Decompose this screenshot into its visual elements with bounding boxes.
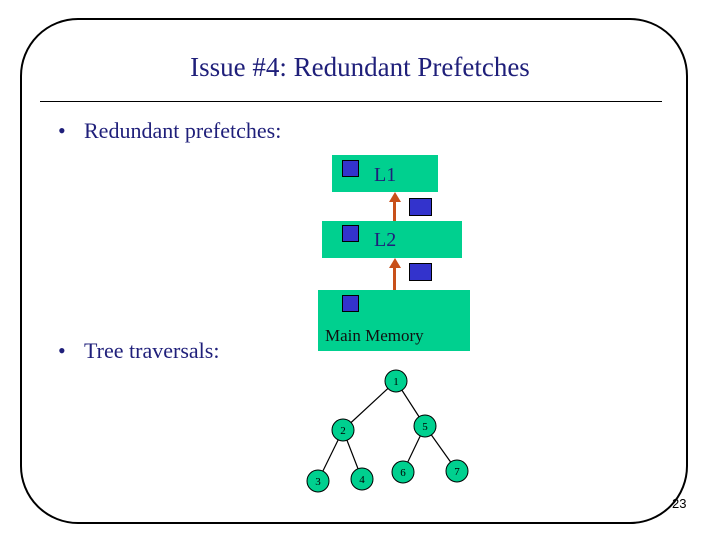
tree-node-4 bbox=[350, 467, 374, 491]
tree-node-3 bbox=[306, 469, 330, 493]
tree-node-label: 2 bbox=[340, 425, 346, 437]
tree-node-label: 7 bbox=[454, 466, 460, 478]
tree-node-label: 4 bbox=[359, 474, 365, 486]
tree-node-label: 5 bbox=[422, 421, 428, 433]
l2-cache-block bbox=[342, 225, 359, 242]
tree-node-label: 6 bbox=[400, 467, 406, 479]
arrow-up-head bbox=[389, 192, 401, 202]
tree-node-1 bbox=[384, 369, 408, 393]
prefetch-block bbox=[409, 263, 432, 281]
tree-node-label: 3 bbox=[315, 476, 321, 488]
bullet-tree-traversals: • Tree traversals: bbox=[58, 338, 219, 364]
prefetch-block bbox=[409, 198, 432, 216]
tree-edge-1-2 bbox=[342, 380, 397, 431]
bullet-marker: • bbox=[58, 338, 66, 363]
tree-node-6 bbox=[391, 460, 415, 484]
page-number: 23 bbox=[672, 496, 687, 511]
bullet-text: Tree traversals: bbox=[84, 338, 220, 363]
bullet-marker: • bbox=[58, 118, 66, 143]
memory-block bbox=[342, 295, 359, 312]
l1-label: L1 bbox=[374, 164, 397, 186]
tree-node-7 bbox=[445, 459, 469, 483]
bullet-redundant-prefetches: • Redundant prefetches: bbox=[58, 118, 281, 144]
slide-title: Issue #4: Redundant Prefetches bbox=[190, 52, 530, 82]
l1-cache-block bbox=[342, 160, 359, 177]
arrow-up-head bbox=[389, 258, 401, 268]
arrow-up-shaft bbox=[393, 267, 396, 290]
tree-node-5 bbox=[413, 414, 437, 438]
l2-label: L2 bbox=[374, 229, 397, 251]
title-divider bbox=[40, 101, 662, 102]
tree-node-label: 1 bbox=[393, 376, 399, 388]
main-memory-label: Main Memory bbox=[325, 326, 424, 345]
slide-frame bbox=[20, 18, 688, 524]
bullet-text: Redundant prefetches: bbox=[84, 118, 282, 143]
tree-node-2 bbox=[331, 418, 355, 442]
arrow-up-shaft bbox=[393, 201, 396, 221]
